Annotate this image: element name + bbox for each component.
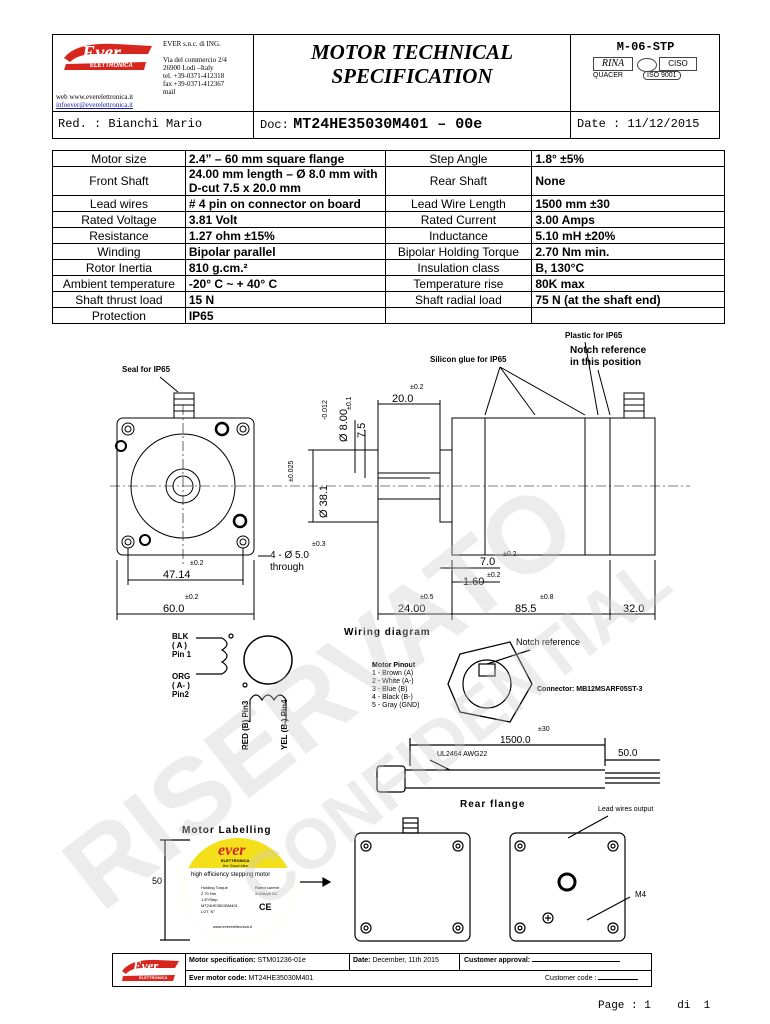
ciso-logo: CISO — [659, 57, 697, 71]
dim-60: 60.0 — [163, 603, 185, 615]
side-body — [451, 417, 656, 556]
rear-flange-right — [509, 832, 626, 942]
form-code: M-06-STP — [616, 40, 675, 54]
seal-label: Seal for IP65 — [122, 365, 171, 374]
company-web-link[interactable]: web www.everelettronica.it — [56, 93, 134, 101]
tol-7: ±0.2 — [503, 551, 517, 558]
coil-b — [249, 694, 287, 702]
cable-end-length: 50.0 — [618, 748, 638, 759]
certification-logos: RINA CISO QUACER ISO 9001 — [593, 57, 701, 83]
dim-1-60: 1.60 — [463, 576, 485, 588]
redactor-label: Red. : Bianchi Mario — [58, 117, 203, 131]
tol-47-14: ±0.2 — [190, 560, 204, 567]
ce-mark: CE — [259, 902, 272, 912]
dim-32: 32.0 — [623, 603, 645, 615]
doc-label-group: Doc: MT24HE35030M401 – 00e — [260, 115, 482, 133]
footer-code: Ever motor code: MT24HE35030M401 — [189, 975, 314, 982]
blk-label: BLK( A )Pin 1 — [172, 632, 192, 659]
tol-7-5: ±0.1 — [346, 396, 353, 410]
header-block — [52, 34, 720, 139]
label-tagline: the Good idea — [223, 863, 249, 868]
tol-20: ±0.2 — [410, 384, 424, 391]
company-logo: Ever ELETTRONICA — [56, 40, 156, 72]
dim-7: 7.0 — [480, 556, 496, 568]
iso-label: ISO 9001 — [643, 71, 681, 80]
footer-spec: Motor specification: STM01236-01e — [189, 957, 306, 964]
label-dim-50: 50 — [152, 876, 163, 886]
tol-1-60: ±0.2 — [487, 572, 501, 579]
dim-38-1: Ø 38.1 — [318, 484, 330, 518]
header-divider-h — [52, 111, 720, 112]
silicon-label: Silicon glue for IP65 — [430, 355, 507, 364]
rear-flange-title: Rear flange — [460, 799, 526, 810]
dim-8: Ø 8.00 — [338, 408, 350, 442]
tol-24: ±0.5 — [420, 594, 434, 601]
dim-47-14: 47.14 — [163, 569, 191, 581]
footer-logo-subtext: ELETTRONICA — [139, 975, 168, 980]
header-divider-v1 — [253, 34, 254, 139]
holes-label: 4 - Ø 5.0 through — [270, 550, 309, 573]
front-flange — [116, 417, 255, 556]
document-title: MOTOR TECHNICAL SPECIFICATION — [310, 40, 514, 88]
quacer-label: QUACER — [593, 72, 623, 79]
dim-7-5: 7.5 — [356, 422, 368, 438]
doc-number: MT24HE35030M401 – 00e — [293, 116, 483, 133]
org-label: ORG( A- )Pin2 — [172, 672, 191, 699]
cable-length: 1500.0 — [500, 735, 531, 746]
logo-text: Ever — [82, 42, 121, 64]
rina-logo: RINA — [593, 57, 633, 71]
tol-38-1: ±0.025 — [288, 460, 295, 482]
footer-logo-text: Ever — [133, 958, 159, 973]
yel-label: YEL (B-) Pin4 — [280, 699, 289, 750]
label-sub: ELETTRONICA — [221, 858, 250, 863]
dim-24: 24.00 — [398, 603, 426, 615]
company-email-link[interactable]: infoever@everelettronica.it — [56, 101, 133, 109]
motor-pinout: Motor Pinout 1 - Brown (A)2 - White (A-)… — [372, 662, 420, 709]
tol-60: ±0.2 — [185, 594, 199, 601]
page-number: Page : 1 di 1 — [598, 1000, 711, 1012]
labelling-title: Motor Labelling — [182, 825, 272, 836]
tol-85-5: ±0.8 — [540, 594, 554, 601]
wiring-title: Wiring diagram — [344, 627, 431, 638]
footer-customer-code: Customer code : — [545, 975, 639, 982]
footer-logo: Ever ELETTRONICA — [117, 957, 181, 983]
dim-20: 20.0 — [392, 393, 414, 405]
coil-a — [220, 637, 228, 675]
header-divider-v2 — [570, 34, 571, 139]
cable-type: UL2464 AWG22 — [437, 751, 488, 758]
doc-label: Doc: — [260, 118, 289, 132]
company-address: Via del commercio 2/4 26900 Lodi –Italy … — [163, 56, 227, 96]
doc-date: Date : 11/12/2015 — [577, 117, 700, 131]
company-name: EVER s.n.c. di ING. — [163, 40, 221, 48]
connector-label: Connector: MB12MSARF05ST-3 — [537, 686, 643, 693]
lead-output-label: Lead wires output — [598, 806, 654, 813]
notch-reference-label: Notch reference — [516, 637, 581, 647]
footer-approval: Customer approval: — [464, 957, 621, 964]
motor-label-disc: ever ELETTRONICA the Good idea high effi… — [183, 838, 293, 943]
label-web: www.everelettronica.it — [213, 924, 252, 929]
footer-date: Date: December, 11th 2015 — [353, 957, 439, 964]
rear-flange-left — [354, 832, 471, 942]
logo-subtext: ELETTRONICA — [90, 63, 133, 69]
red-label: RED (B) Pin3 — [241, 700, 250, 750]
label-desc: high efficiency stepping motor — [191, 872, 271, 878]
dim-85-5: 85.5 — [515, 603, 537, 615]
plastic-label: Plastic for IP65 — [565, 331, 623, 340]
label-brand: ever — [218, 842, 246, 859]
tol-holes: ±0.3 — [312, 541, 326, 548]
m4-label: M4 — [635, 890, 647, 899]
notch-label: Notch reference in this position — [570, 345, 647, 368]
cable-tolerance: ±30 — [538, 726, 550, 733]
tol-8: -0.012 — [322, 400, 329, 420]
